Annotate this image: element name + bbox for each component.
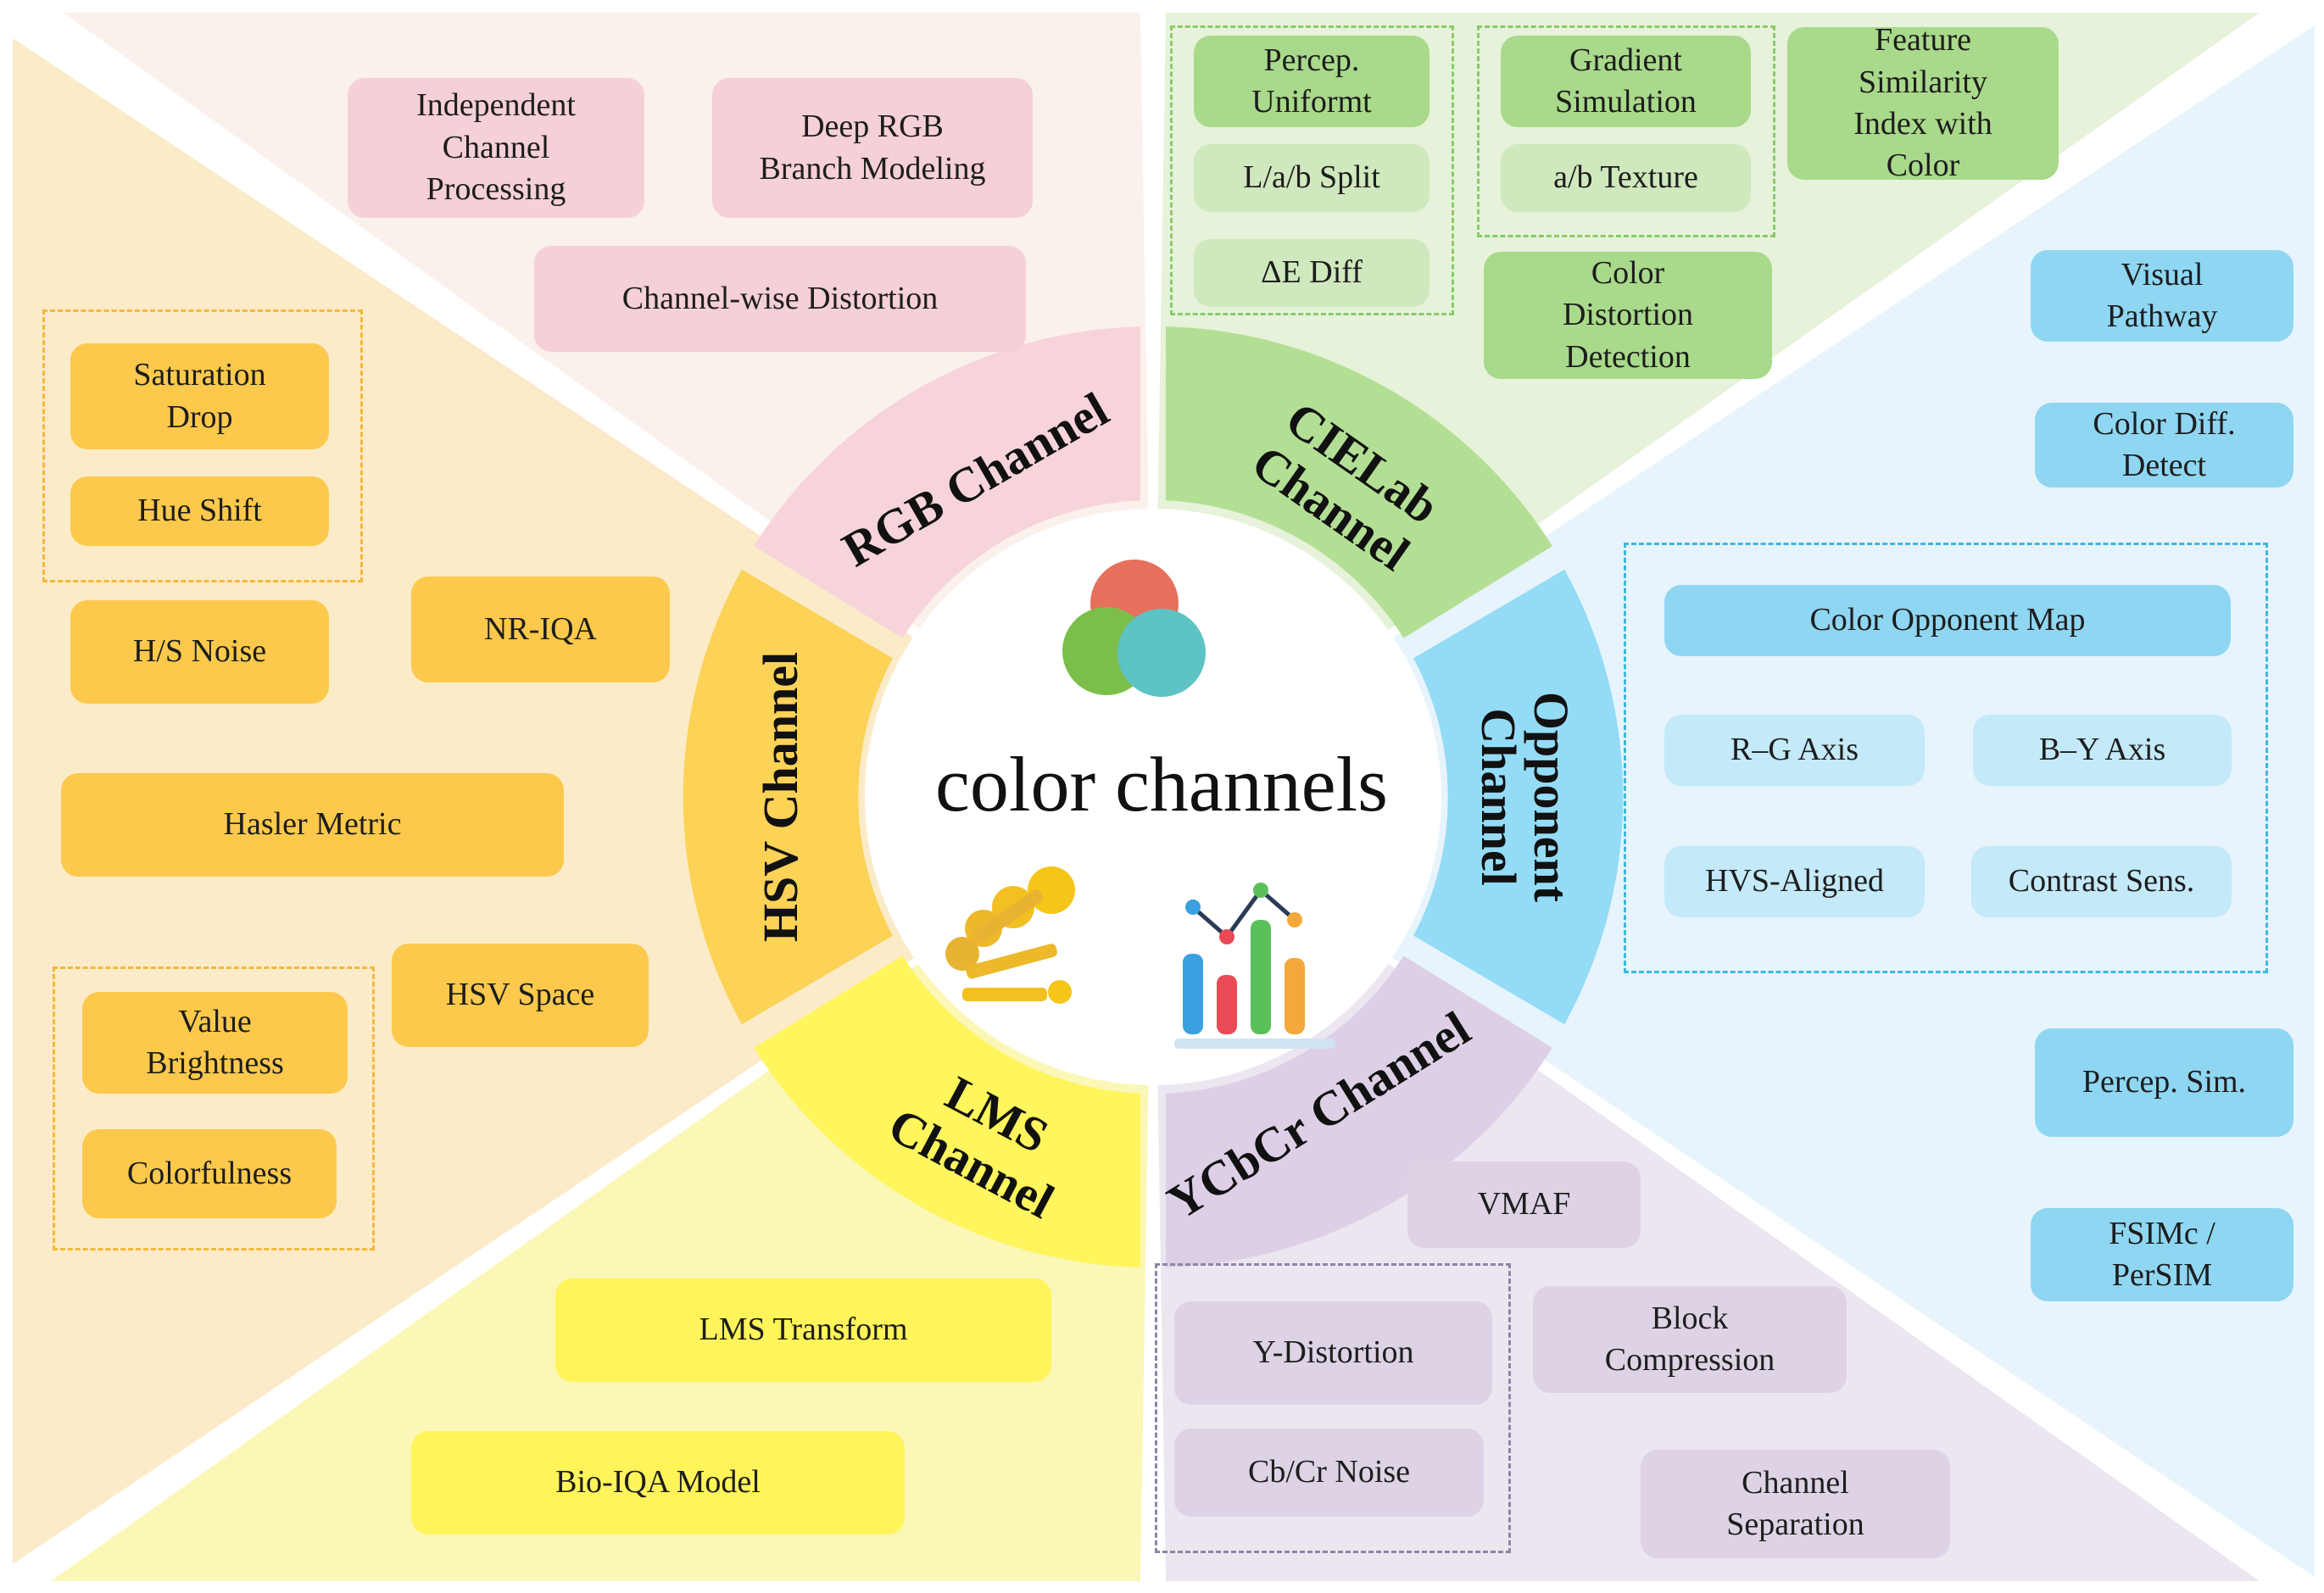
hsv-hue-shift: Hue Shift bbox=[70, 476, 329, 546]
opponent-visual-pathway: Visual Pathway bbox=[2031, 250, 2293, 342]
ycbcr-cbcr-noise: Cb/Cr Noise bbox=[1174, 1429, 1484, 1517]
opponent-ring-segment bbox=[1413, 569, 1624, 1025]
hsv-dashed-group-2 bbox=[53, 966, 375, 1250]
center-title: color channels bbox=[935, 741, 1388, 827]
cielab-dashed-group-2 bbox=[1477, 25, 1775, 237]
cielab-ab-texture: a/b Texture bbox=[1501, 144, 1751, 212]
cielab-color-distortion-detection: Color Distortion Detection bbox=[1484, 252, 1772, 379]
opponent-color-diff-detect: Color Diff. Detect bbox=[2035, 403, 2293, 487]
center-circle bbox=[865, 509, 1441, 1085]
cielab-percep-uniform: Percep. Uniformt bbox=[1194, 36, 1430, 127]
hsv-saturation-drop: Saturation Drop bbox=[70, 343, 329, 449]
opponent-rg-axis: R–G Axis bbox=[1664, 715, 1925, 786]
hsv-space: HSV Space bbox=[392, 944, 649, 1047]
rgb-independent-channel-processing: Independent Channel Processing bbox=[348, 78, 644, 218]
opponent-color-opponent-map: Color Opponent Map bbox=[1664, 585, 2231, 656]
hsv-colorfulness: Colorfulness bbox=[82, 1129, 337, 1218]
ycbcr-block-compression: Block Compression bbox=[1533, 1286, 1847, 1393]
opponent-label-line1: Opponent bbox=[1524, 692, 1579, 903]
opponent-dashed-group bbox=[1624, 543, 2268, 973]
cielab-feature-similarity-index: Feature Similarity Index with Color bbox=[1787, 22, 2059, 183]
hsv-ring-segment bbox=[683, 569, 893, 1025]
ycbcr-vmaf: VMAF bbox=[1407, 1161, 1641, 1248]
ycbcr-channel-separation: Channel Separation bbox=[1641, 1450, 1950, 1558]
lms-bio-iqa-model: Bio-IQA Model bbox=[411, 1431, 905, 1535]
ycbcr-dashed-group bbox=[1155, 1263, 1511, 1553]
rgb-deep-branch-modeling: Deep RGB Branch Modeling bbox=[712, 78, 1033, 218]
color-swatch-fan-icon bbox=[945, 866, 1075, 1004]
cielab-delta-e-diff: ΔE Diff bbox=[1194, 239, 1430, 307]
hsv-channel-label-group: HSV Channel bbox=[753, 652, 808, 942]
ycbcr-ring-segment bbox=[1166, 955, 1552, 1267]
opponent-hvs-aligned: HVS-Aligned bbox=[1664, 846, 1925, 917]
opponent-by-axis: B–Y Axis bbox=[1973, 715, 2232, 786]
opponent-label-line2: Channel bbox=[1471, 708, 1526, 886]
color-circles-icon bbox=[1062, 560, 1206, 697]
opponent-percep-sim: Percep. Sim. bbox=[2035, 1028, 2293, 1137]
opponent-fsimc-persim: FSIMc / PerSIM bbox=[2031, 1208, 2293, 1301]
cielab-dashed-group-1 bbox=[1170, 25, 1454, 315]
lms-ring-segment bbox=[754, 955, 1140, 1267]
hsv-channel-label: HSV Channel bbox=[753, 652, 808, 942]
opponent-channel-label-group: Opponent Channel bbox=[1471, 692, 1579, 903]
cielab-ring-segment bbox=[1166, 326, 1552, 638]
cielab-lab-split: L/a/b Split bbox=[1194, 144, 1430, 212]
ycbcr-y-distortion: Y-Distortion bbox=[1174, 1301, 1492, 1405]
hsv-hasler-metric: Hasler Metric bbox=[61, 773, 564, 877]
hsv-dashed-group-1 bbox=[42, 309, 363, 582]
opponent-sector-bg bbox=[1153, 25, 2315, 1577]
cielab-gradient-simulation: Gradient Simulation bbox=[1501, 36, 1751, 127]
bar-line-chart-icon bbox=[1174, 883, 1335, 1049]
rgb-ring-segment bbox=[754, 326, 1140, 638]
hsv-hs-noise: H/S Noise bbox=[70, 600, 329, 704]
rgb-channel-wise-distortion: Channel-wise Distortion bbox=[534, 246, 1026, 352]
hsv-nr-iqa: NR-IQA bbox=[411, 576, 670, 682]
opponent-contrast-sens: Contrast Sens. bbox=[1971, 846, 2232, 917]
lms-transform: LMS Transform bbox=[555, 1278, 1051, 1382]
hsv-value-brightness: Value Brightness bbox=[82, 992, 348, 1094]
